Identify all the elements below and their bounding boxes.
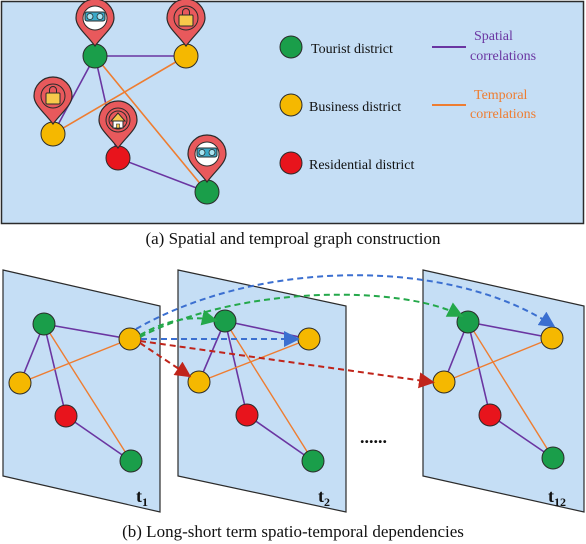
legend-temporal-label-line2: correlations	[470, 107, 536, 122]
tourist-node	[194, 179, 220, 205]
panel-a: Tourist district Business district Resid…	[0, 0, 585, 248]
residential-node	[235, 403, 259, 427]
spatial-edge	[467, 321, 491, 416]
map-pin	[75, 0, 115, 47]
tourist-node	[119, 449, 143, 473]
spatial-edge	[467, 321, 553, 339]
spatial-edge	[117, 157, 208, 193]
legend-tourist-swatch	[279, 35, 303, 59]
business-node	[8, 371, 32, 395]
time-frame: t1	[2, 269, 161, 513]
map-pin	[187, 134, 227, 183]
long-term-green-arrow	[139, 293, 464, 338]
business-node	[297, 327, 321, 351]
caption-b: (b) Long-short term spatio-temporal depe…	[122, 522, 464, 541]
legend-temporal-label-line1: Temporal	[474, 88, 528, 103]
temporal-edge	[94, 55, 208, 193]
temporal-edge	[224, 320, 314, 462]
legend-business-swatch	[279, 93, 303, 117]
business-node	[540, 326, 564, 350]
legend: Tourist district Business district Resid…	[279, 29, 536, 175]
spatial-edge	[52, 55, 96, 135]
binoculars-icon	[84, 11, 106, 22]
temporal-edge	[43, 323, 132, 462]
business-node	[118, 327, 142, 351]
frame-label-t2: t2	[318, 486, 330, 509]
map-pin	[98, 100, 138, 149]
temporal-edge	[52, 55, 187, 135]
tourist-node	[213, 309, 237, 333]
panel-a-nodes	[40, 43, 220, 205]
time-frame: t12	[422, 269, 585, 513]
temporal-edge	[19, 338, 131, 384]
caption-a: (a) Spatial and temproal graph construct…	[145, 229, 441, 248]
spatial-edge	[246, 414, 314, 462]
residential-node	[105, 145, 131, 171]
tourist-node	[541, 446, 565, 470]
panel-a-edges	[52, 55, 208, 193]
residential-node	[478, 403, 502, 427]
spatial-edge	[43, 323, 131, 340]
legend-spatial-label-line1: Spatial	[474, 29, 513, 44]
business-node	[432, 370, 456, 394]
shopping-bag-icon	[178, 8, 194, 27]
spatial-edge	[65, 415, 132, 462]
business-node	[187, 370, 211, 394]
spatial-edge	[43, 323, 67, 417]
frame-label-t12: t12	[548, 486, 566, 509]
temporal-edge	[467, 321, 554, 459]
residential-node	[54, 404, 78, 428]
panel-b: t1 t2 ......	[2, 269, 585, 541]
legend-residential-label: Residential district	[309, 158, 414, 173]
house-icon	[109, 112, 127, 129]
tourist-node	[301, 449, 325, 473]
business-node	[40, 121, 66, 147]
temporal-edge	[443, 337, 553, 383]
tourist-node	[82, 43, 108, 69]
legend-business-label: Business district	[309, 100, 401, 115]
binoculars-icon	[196, 147, 218, 158]
business-node	[173, 43, 199, 69]
map-pin	[166, 0, 206, 47]
frame-label-t1: t1	[136, 486, 148, 509]
legend-tourist-label: Tourist district	[311, 42, 393, 57]
spatial-edge	[489, 414, 554, 459]
time-frame: t2	[177, 269, 347, 513]
tourist-node	[32, 312, 56, 336]
dependency-arrows	[135, 274, 556, 389]
legend-residential-swatch	[279, 151, 303, 175]
map-pin	[33, 76, 73, 125]
long-term-blue-arrow	[135, 274, 556, 330]
shopping-bag-icon	[45, 86, 61, 105]
legend-spatial-label-line2: correlations	[470, 49, 536, 64]
tourist-node	[456, 310, 480, 334]
long-term-red-arrow	[139, 340, 435, 389]
frame-ellipsis: ......	[360, 427, 387, 447]
